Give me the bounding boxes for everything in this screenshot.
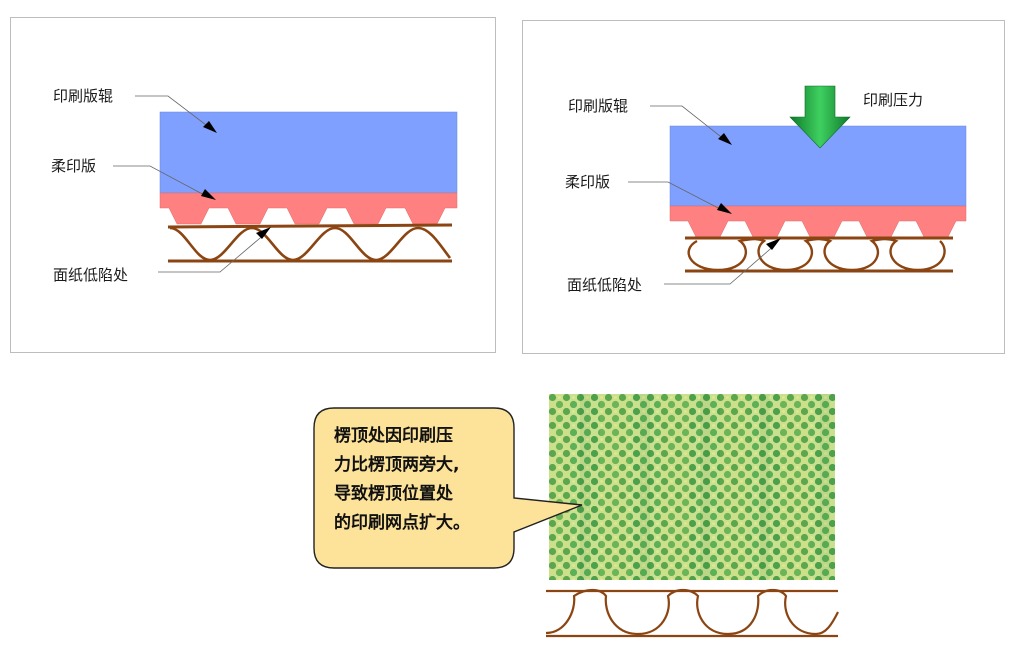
left-diagram	[113, 95, 458, 273]
halftone-sample	[549, 394, 835, 580]
right-diagram	[628, 85, 967, 285]
leader-lines-left	[113, 95, 267, 273]
corrugated-board-bottom	[545, 588, 839, 638]
leader-arrowheads-left	[201, 121, 271, 239]
callout-text: 楞顶处因印刷压 力比楞顶两旁大, 导致楞顶位置处 的印刷网点扩大。	[334, 422, 504, 538]
leader-lines-right	[628, 105, 777, 285]
callout-line: 力比楞顶两旁大,	[334, 455, 460, 475]
label-printing-roller: 印刷版辊	[53, 87, 114, 105]
label-printing-roller-right: 印刷版辊	[568, 97, 629, 115]
label-paper-depression: 面纸低陷处	[53, 266, 129, 284]
flexo-plate	[159, 192, 458, 225]
callout-line: 导致楞顶位置处	[334, 484, 453, 504]
label-flexo-plate: 柔印版	[51, 157, 97, 175]
flexo-plate-right	[669, 205, 967, 238]
label-flexo-plate-right: 柔印版	[565, 173, 611, 191]
label-printing-pressure: 印刷压力	[863, 91, 924, 109]
corrugated-board-left	[167, 223, 453, 263]
callout-line: 的印刷网点扩大。	[334, 513, 470, 533]
speech-callout	[313, 407, 583, 569]
pressure-arrow-icon	[789, 85, 851, 149]
leader-arrowheads-right	[717, 133, 781, 250]
corrugated-board-right	[685, 236, 953, 273]
label-paper-depression-right: 面纸低陷处	[567, 276, 643, 294]
callout-line: 楞顶处因印刷压	[334, 426, 453, 446]
